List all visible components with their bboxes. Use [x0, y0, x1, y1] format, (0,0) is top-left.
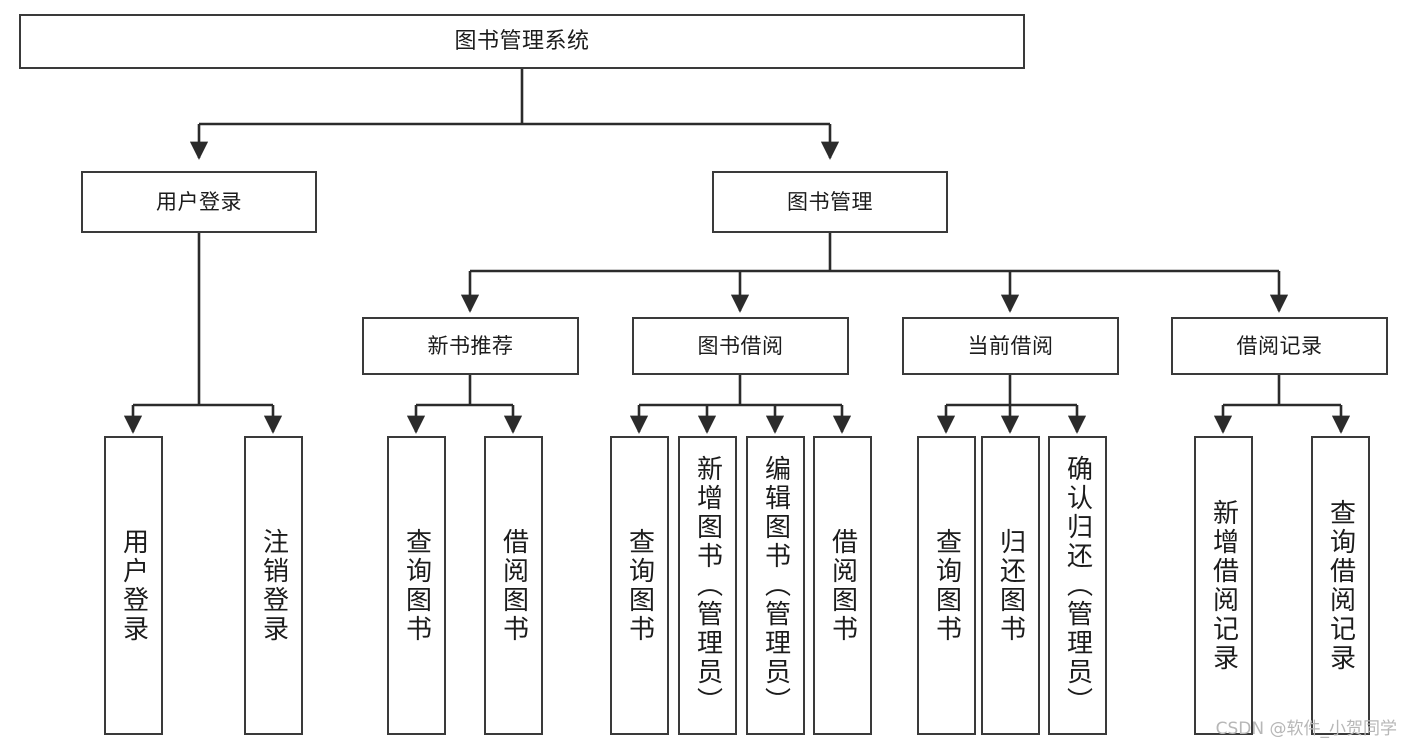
- node-label: 查询图书: [624, 527, 655, 644]
- node-current-borrow[interactable]: 当前借阅: [902, 317, 1119, 375]
- node-label: 新增借阅记录: [1208, 498, 1239, 673]
- leaf-query-borrow-record[interactable]: 查询借阅记录: [1311, 436, 1370, 735]
- leaf-add-borrow-record[interactable]: 新增借阅记录: [1194, 436, 1253, 735]
- node-label: 借阅图书: [827, 527, 858, 644]
- node-label: 图书管理系统: [454, 28, 590, 54]
- node-book-borrow[interactable]: 图书借阅: [632, 317, 849, 375]
- leaf-confirm-return[interactable]: 确认归还（管理员）: [1048, 436, 1107, 735]
- node-label: 注销登录: [258, 527, 289, 644]
- csdn-watermark: CSDN @软件_小贺同学: [1215, 719, 1397, 739]
- node-label: 当前借阅: [967, 333, 1054, 358]
- leaf-logout[interactable]: 注销登录: [244, 436, 303, 735]
- node-label: 借阅记录: [1236, 333, 1323, 358]
- node-user-login[interactable]: 用户登录: [81, 171, 317, 233]
- leaf-query-book-current[interactable]: 查询图书: [917, 436, 976, 735]
- leaf-borrow-book[interactable]: 借阅图书: [813, 436, 872, 735]
- leaf-borrow-book-recommend[interactable]: 借阅图书: [484, 436, 543, 735]
- node-label: 确认归还（管理员）: [1062, 455, 1093, 716]
- leaf-edit-book[interactable]: 编辑图书（管理员）: [746, 436, 805, 735]
- node-label: 用户登录: [156, 189, 242, 214]
- node-label: 归还图书: [995, 527, 1026, 644]
- node-label: 查询借阅记录: [1325, 498, 1356, 673]
- node-label: 新书推荐: [427, 333, 514, 358]
- leaf-return-book[interactable]: 归还图书: [981, 436, 1040, 735]
- node-label: 查询图书: [401, 527, 432, 644]
- leaf-add-book[interactable]: 新增图书（管理员）: [678, 436, 737, 735]
- node-root-system[interactable]: 图书管理系统: [19, 14, 1025, 69]
- node-label: 查询图书: [931, 527, 962, 644]
- leaf-query-book-borrow[interactable]: 查询图书: [610, 436, 669, 735]
- node-new-book-recommend[interactable]: 新书推荐: [362, 317, 579, 375]
- node-book-manage[interactable]: 图书管理: [712, 171, 948, 233]
- node-borrow-record[interactable]: 借阅记录: [1171, 317, 1388, 375]
- node-label: 借阅图书: [498, 527, 529, 644]
- node-label: 用户登录: [118, 527, 149, 644]
- node-label: 编辑图书（管理员）: [760, 455, 791, 716]
- leaf-user-login[interactable]: 用户登录: [104, 436, 163, 735]
- leaf-query-book-recommend[interactable]: 查询图书: [387, 436, 446, 735]
- node-label: 图书借阅: [697, 333, 784, 358]
- node-label: 新增图书（管理员）: [692, 455, 723, 716]
- node-label: 图书管理: [787, 189, 873, 214]
